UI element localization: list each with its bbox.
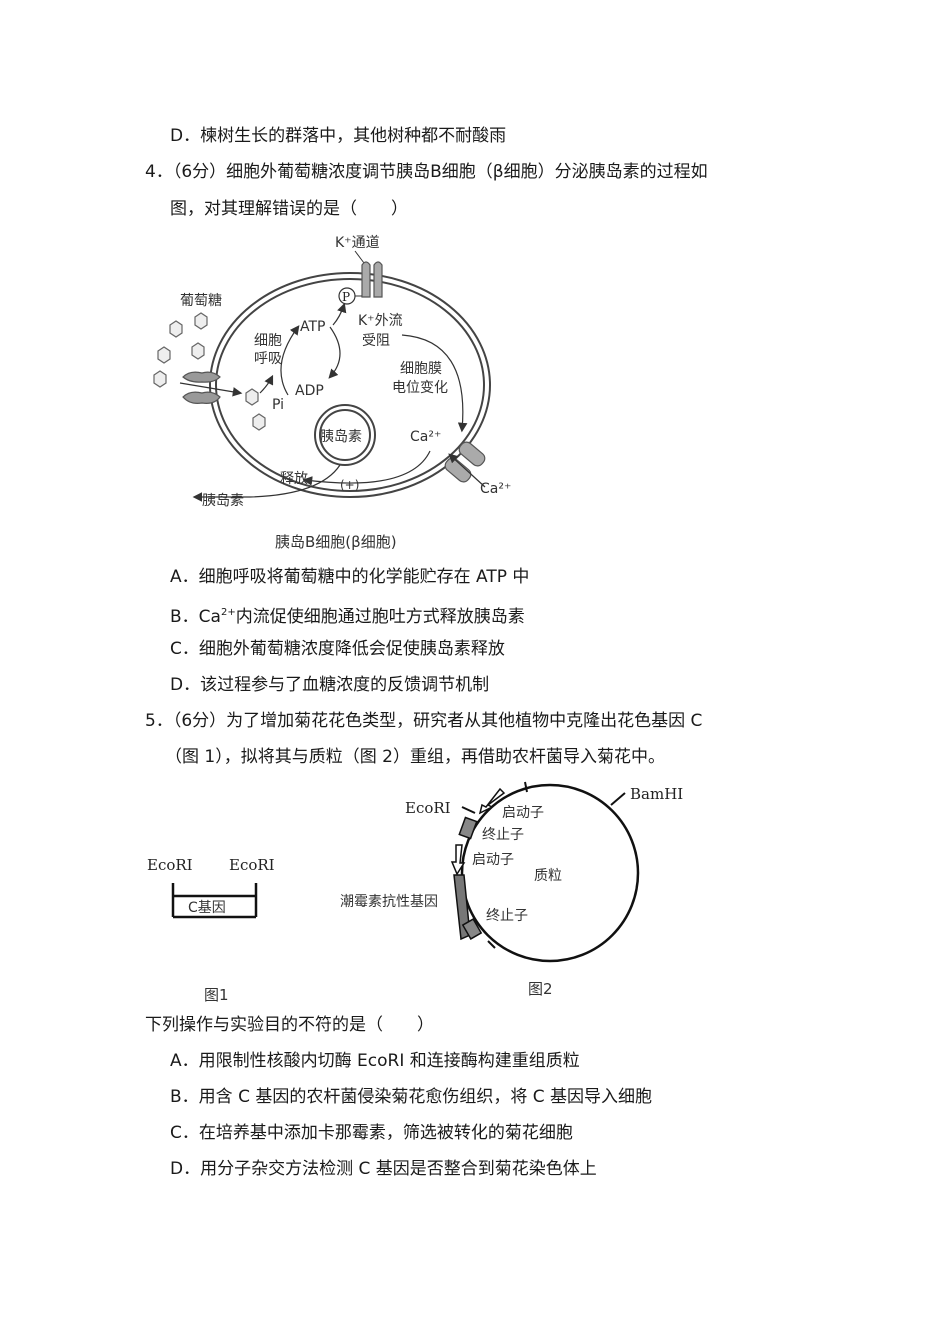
q4-option-b-prefix: B．Ca: [170, 607, 221, 627]
ca-channel: [444, 441, 486, 483]
q5-question: 下列操作与实验目的不符的是（ ）: [145, 1015, 434, 1035]
fig2-terminator-2: 终止子: [486, 908, 528, 924]
q4-stem-line2: 图，对其理解错误的是（ ）: [170, 199, 408, 219]
q4-option-b-suffix: 内流促使细胞通过胞吐方式释放胰岛素: [235, 607, 525, 627]
q5-stem-line1: 5．（6分）为了增加菊花花色类型，研究者从其他植物中克隆出花色基因 C: [145, 711, 703, 731]
fig2-promoter-1: 启动子: [502, 805, 544, 821]
ca-outside-label: Ca²⁺: [480, 481, 511, 497]
figure-1-c-gene: EcoRⅠ EcoRⅠ C基因 图1: [147, 856, 275, 1004]
fig2-plasmid-label: 质粒: [534, 868, 562, 884]
figure-2-plasmid: BamHⅠ EcoRⅠ 启动子 终止子 启动子 质粒 潮霉素抗性基因 终止子 图…: [340, 781, 683, 998]
release-label: 释放: [280, 471, 308, 487]
fig2-bamhi: BamHⅠ: [630, 785, 683, 803]
q4-option-b-sup: 2+: [220, 607, 236, 618]
fig1-ecori-right: EcoRⅠ: [229, 856, 275, 874]
prev-option-d: D．楝树生长的群落中，其他树种都不耐酸雨: [170, 126, 507, 146]
atp-label: ATP: [300, 319, 325, 335]
glucose-molecules: [153, 312, 266, 431]
fig2-hygromycin-gene: 潮霉素抗性基因: [340, 893, 438, 910]
glucose-label: 葡萄糖: [180, 293, 222, 309]
fig1-ecori-left: EcoRⅠ: [147, 856, 193, 874]
fig2-caption: 图2: [528, 980, 553, 998]
fig2-ecori: EcoRⅠ: [405, 799, 451, 817]
beta-cell-diagram: 葡萄糖 K⁺通道 P ATP ADP Pi 细胞 呼吸 K⁺外流 受阻 细胞膜 …: [153, 235, 511, 551]
insulin-out-label: 胰岛素: [202, 493, 244, 509]
pi-label: Pi: [272, 397, 284, 413]
phosphate-label: P: [342, 290, 350, 304]
q5-option-d: D．用分子杂交方法检测 C 基因是否整合到菊花染色体上: [170, 1159, 597, 1179]
k-channel: [361, 261, 383, 298]
membrane-potential-label-1: 细胞膜: [400, 361, 442, 377]
q5-option-c: C．在培养基中添加卡那霉素，筛选被转化的菊花细胞: [170, 1123, 573, 1143]
q5-option-b: B．用含 C 基因的农杆菌侵染菊花愈伤组织，将 C 基因导入细胞: [170, 1087, 653, 1107]
cell-diagram-caption: 胰岛B细胞(β细胞): [275, 533, 397, 551]
respiration-label-2: 呼吸: [254, 351, 282, 367]
q4-option-b: B．Ca2+内流促使细胞通过胞吐方式释放胰岛素: [170, 602, 525, 628]
respiration-label-1: 细胞: [254, 333, 282, 349]
k-efflux-label-1: K⁺外流: [358, 313, 403, 329]
insulin-vesicle-label: 胰岛素: [320, 429, 362, 445]
q5-stem-line2: （图 1），拟将其与质粒（图 2）重组，再借助农杆菌导入菊花中。: [165, 747, 665, 767]
fig2-terminator-1: 终止子: [482, 827, 524, 843]
c-gene-label: C基因: [188, 899, 226, 916]
k-efflux-label-2: 受阻: [362, 333, 390, 349]
k-channel-label: K⁺通道: [335, 235, 380, 251]
q5-option-a: A．用限制性核酸内切酶 EcoRI 和连接酶构建重组质粒: [170, 1051, 580, 1071]
q4-option-c: C．细胞外葡萄糖浓度降低会促使胰岛素释放: [170, 639, 505, 659]
fig2-promoter-2: 启动子: [472, 852, 514, 868]
fig1-caption: 图1: [204, 986, 229, 1004]
ca-inside-label: Ca²⁺: [410, 429, 441, 445]
promote-label: (+): [340, 478, 359, 492]
membrane-potential-label-2: 电位变化: [392, 380, 448, 396]
adp-label: ADP: [295, 383, 324, 399]
q4-option-d: D．该过程参与了血糖浓度的反馈调节机制: [170, 675, 490, 695]
q4-option-a: A．细胞呼吸将葡萄糖中的化学能贮存在 ATP 中: [170, 567, 530, 587]
glucose-transporter: [182, 371, 221, 404]
q4-stem-line1: 4．（6分）细胞外葡萄糖浓度调节胰岛B细胞（β细胞）分泌胰岛素的过程如: [145, 162, 708, 182]
